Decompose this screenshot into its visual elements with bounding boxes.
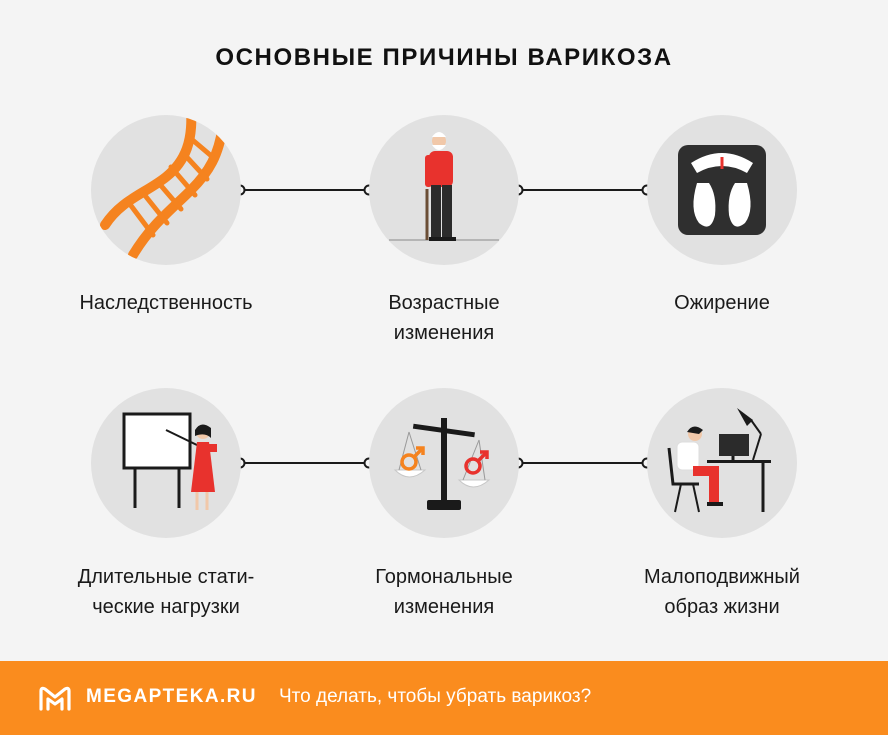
label-line: Длительные стати- bbox=[77, 566, 255, 588]
cause-circle-sedentary bbox=[647, 388, 797, 538]
label-line: образ жизни bbox=[664, 596, 780, 618]
footer-bar: MEGAPTEKA.RU Что делать, чтобы убрать ва… bbox=[0, 661, 888, 735]
label-line: изменения bbox=[393, 322, 495, 344]
scale-icon bbox=[678, 145, 766, 235]
cause-circle-age bbox=[369, 115, 519, 265]
cause-circle-heredity bbox=[91, 115, 241, 265]
dna-icon bbox=[100, 115, 228, 260]
elderly-person-icon bbox=[389, 132, 499, 241]
label-line: изменения bbox=[393, 596, 495, 618]
label-line: Гормональные bbox=[375, 566, 513, 588]
page-title: ОСНОВНЫЕ ПРИЧИНЫ ВАРИКОЗА bbox=[215, 44, 673, 71]
cause-label-sedentary: Малоподвижный образ жизни bbox=[592, 562, 852, 622]
cause-label-heredity: Наследственность bbox=[36, 288, 296, 318]
balance-scale-gender-icon bbox=[393, 418, 491, 510]
cause-label-obesity: Ожирение bbox=[592, 288, 852, 318]
label-line: Возрастные bbox=[388, 292, 500, 314]
label-line: ческие нагрузки bbox=[92, 596, 240, 618]
cause-circle-static-load bbox=[91, 388, 241, 538]
label-line: Наследственность bbox=[79, 292, 253, 314]
label-line: Ожирение bbox=[674, 292, 770, 314]
cause-label-age: Возрастные изменения bbox=[314, 288, 574, 348]
label-line: Малоподвижный bbox=[644, 566, 800, 588]
cause-label-static-load: Длительные стати- ческие нагрузки bbox=[36, 562, 296, 622]
article-link[interactable]: Что делать, чтобы убрать варикоз? bbox=[279, 686, 592, 707]
cause-circle-hormonal bbox=[369, 388, 519, 538]
brand-link[interactable]: MEGAPTEKA.RU bbox=[86, 686, 257, 707]
megapteka-logo-icon[interactable] bbox=[38, 685, 72, 711]
cause-label-hormonal: Гормональные изменения bbox=[314, 562, 574, 622]
person-at-computer-icon bbox=[667, 408, 771, 513]
teacher-at-board-icon bbox=[122, 412, 217, 510]
cause-circle-obesity bbox=[647, 115, 797, 265]
